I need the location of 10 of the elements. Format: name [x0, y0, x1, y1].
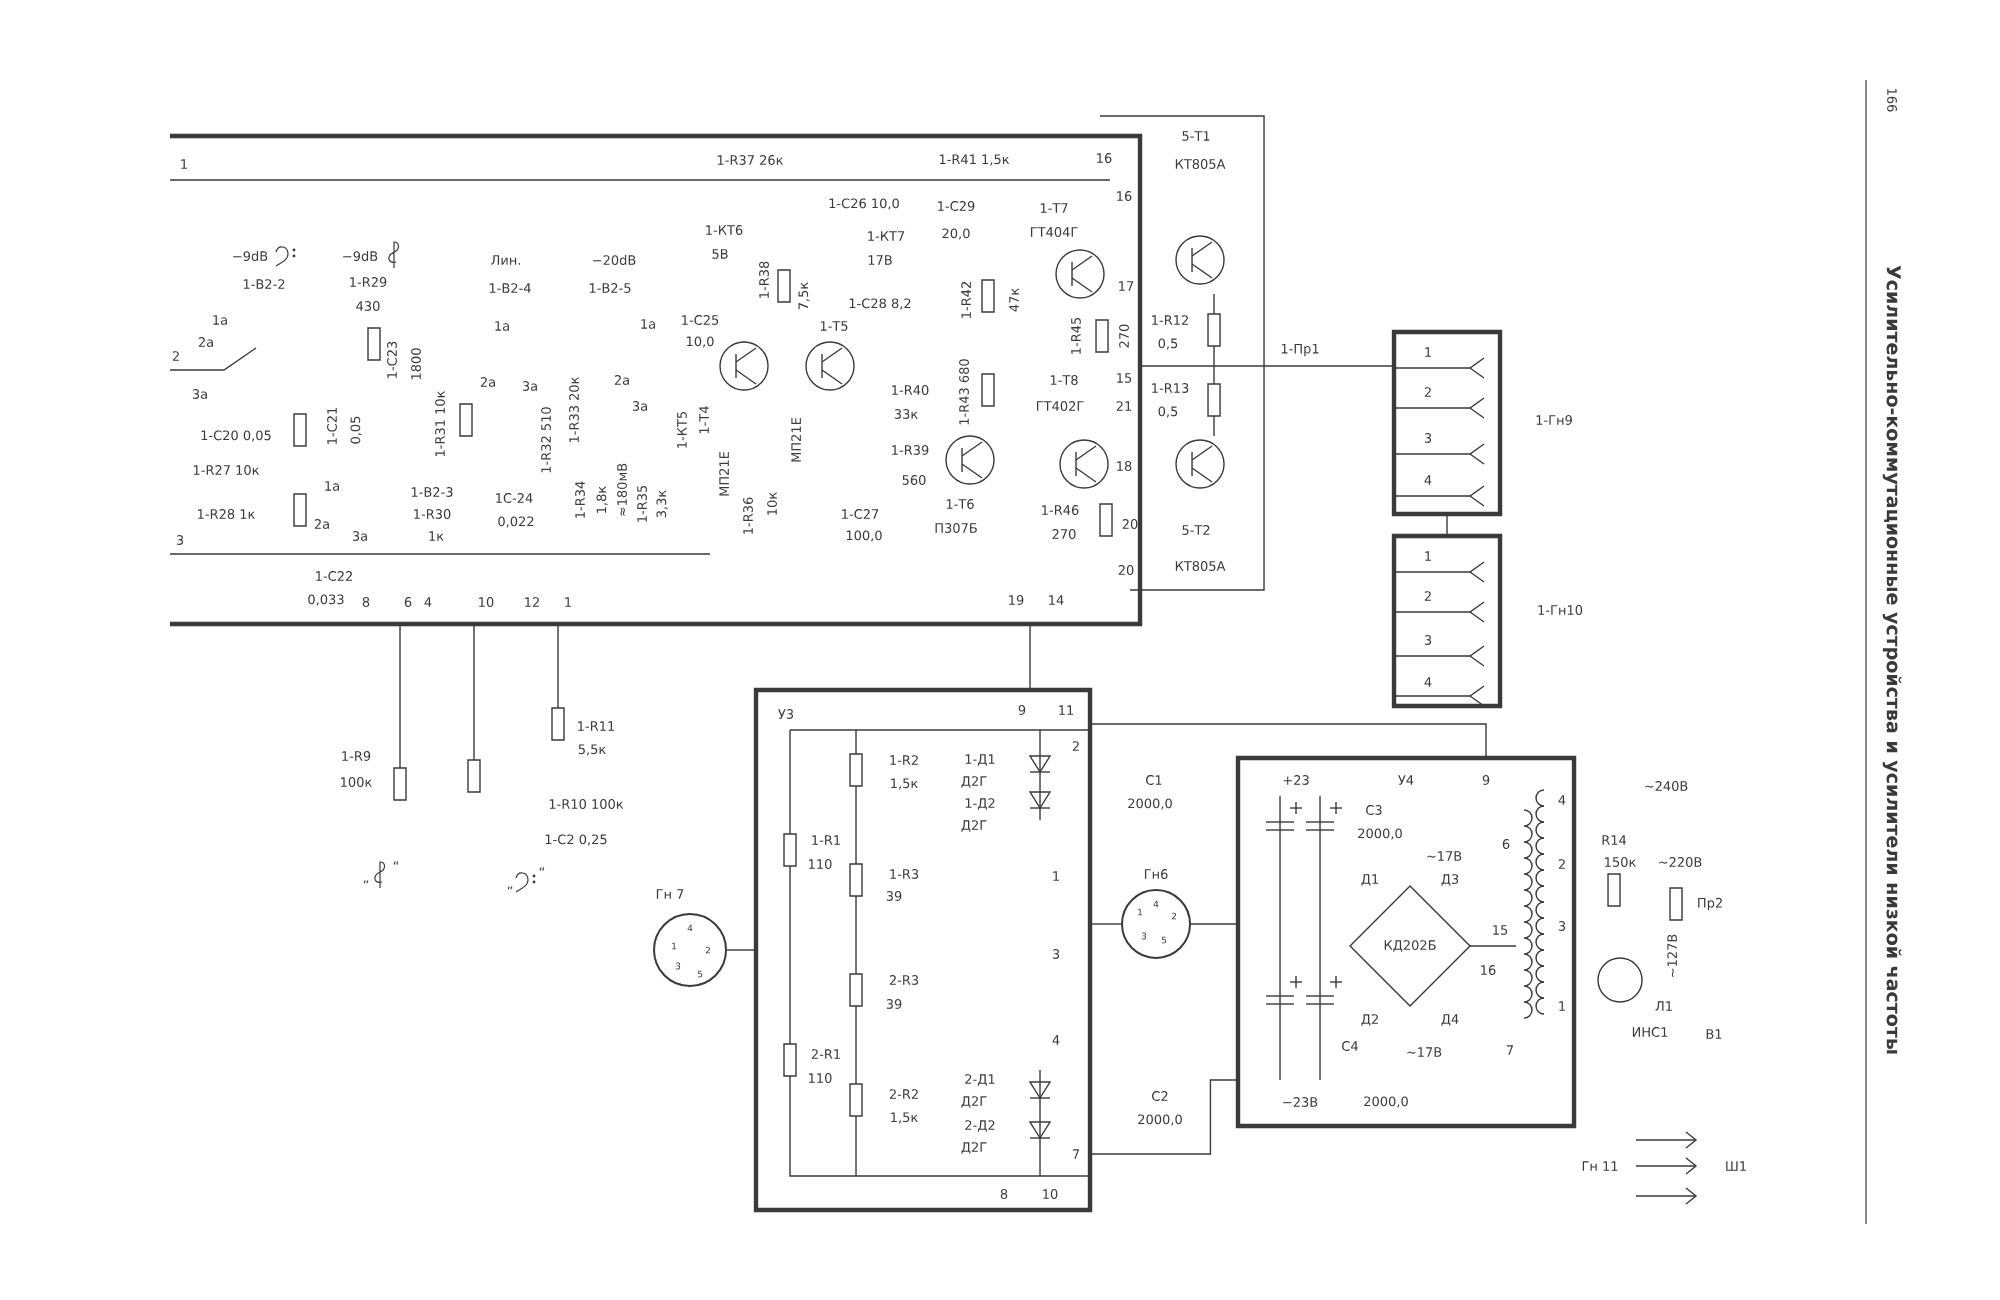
- wire: [1190, 923, 1239, 925]
- wire: [1089, 1079, 1239, 1155]
- wire: [1139, 365, 1395, 367]
- page-heading: Усилительно-коммутационные устройства и усилители низкой частоты: [1882, 265, 1902, 1054]
- wire: [1089, 723, 1487, 759]
- board-outline: [170, 133, 1143, 627]
- wire: [1446, 513, 1448, 537]
- wire: [726, 949, 757, 951]
- wire: [1029, 623, 1031, 691]
- wire: [1089, 923, 1122, 925]
